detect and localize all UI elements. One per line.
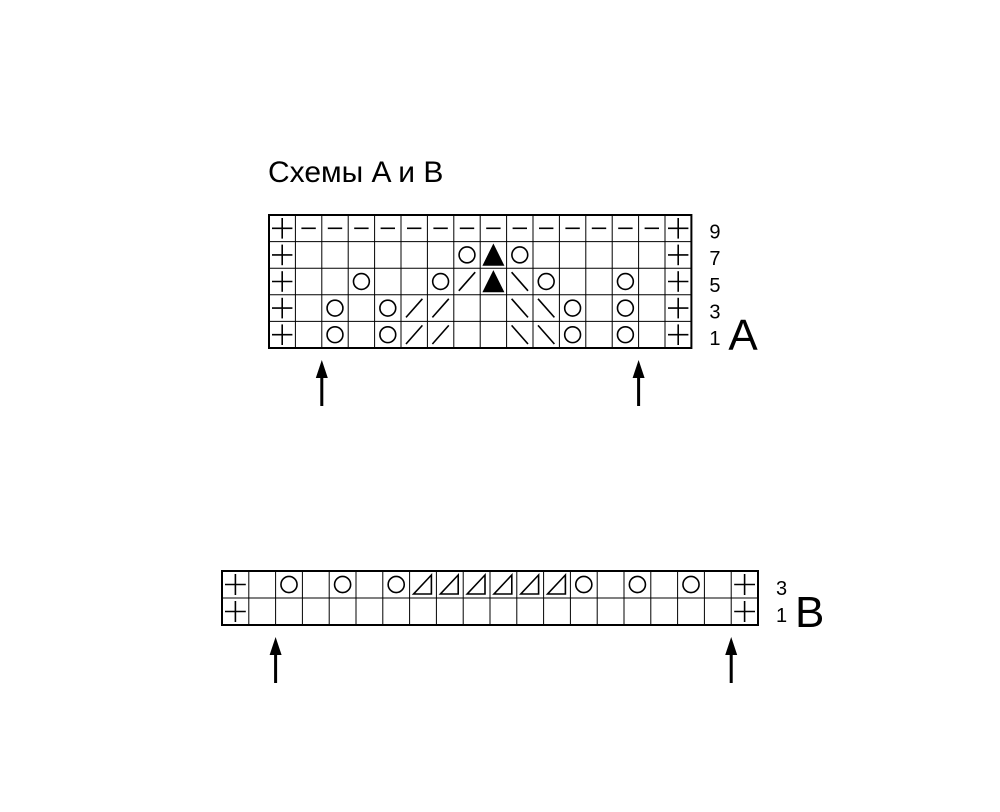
right-decrease-symbol [431, 298, 450, 318]
yarn-over-symbol [326, 325, 344, 344]
chart-border [221, 570, 759, 626]
double-decrease-symbol [482, 270, 505, 293]
edge-stitch-symbol [272, 297, 293, 319]
edge-stitch-symbol [272, 271, 293, 292]
yarn-over-symbol [352, 272, 371, 291]
yarn-over-symbol [563, 299, 582, 317]
repeat-arrow [632, 360, 645, 406]
repeat-arrow [725, 637, 738, 683]
yarn-over-symbol [537, 272, 555, 291]
yarn-over-symbol [628, 575, 647, 594]
yarn-over-symbol [511, 246, 529, 264]
chart-grid [222, 571, 758, 625]
decrease-triangle-symbol [492, 572, 513, 595]
decrease-triangle-symbol [518, 572, 540, 595]
diagram-title: Схемы A и B [268, 156, 443, 189]
right-decrease-symbol [405, 324, 424, 345]
edge-stitch-symbol [734, 574, 755, 595]
repeat-arrow [269, 637, 282, 683]
yarn-over-symbol [379, 325, 397, 344]
yarn-over-symbol [379, 299, 397, 317]
edge-stitch-symbol [668, 244, 689, 266]
edge-stitch-symbol [225, 574, 246, 595]
yarn-over-symbol [326, 299, 344, 317]
right-decrease-symbol [431, 324, 450, 345]
decrease-triangle-symbol [545, 572, 567, 595]
chart-label: B [795, 588, 824, 637]
yarn-over-symbol [574, 575, 593, 594]
yarn-over-symbol [387, 575, 406, 594]
row-number: 3 [776, 578, 787, 600]
chart-border [268, 214, 693, 349]
yarn-over-symbol [431, 272, 450, 291]
left-decrease-symbol [537, 324, 556, 345]
decrease-triangle-symbol [438, 572, 460, 595]
edge-stitch-symbol [668, 324, 689, 345]
yarn-over-symbol [616, 299, 635, 317]
yarn-over-symbol [280, 575, 298, 594]
yarn-over-symbol [333, 575, 352, 594]
yarn-over-symbol [458, 246, 476, 264]
left-decrease-symbol [510, 324, 529, 345]
edge-stitch-symbol [734, 601, 755, 622]
edge-stitch-symbol [272, 324, 293, 345]
edge-stitch-symbol [272, 218, 293, 239]
yarn-over-symbol [563, 325, 582, 344]
decrease-triangle-symbol [465, 572, 486, 595]
decrease-triangle-symbol [411, 572, 433, 595]
left-decrease-symbol [510, 271, 529, 292]
row-number: 3 [709, 301, 720, 323]
edge-stitch-symbol [272, 244, 293, 266]
row-number: 1 [776, 605, 787, 627]
edge-stitch-symbol [668, 297, 689, 319]
row-number: 7 [709, 248, 720, 270]
yarn-over-symbol [616, 325, 635, 344]
edge-stitch-symbol [668, 218, 689, 239]
row-number: 9 [709, 222, 720, 244]
left-decrease-symbol [537, 298, 556, 318]
row-number: 1 [709, 328, 720, 350]
chart-label: A [728, 311, 758, 360]
double-decrease-symbol [482, 243, 505, 266]
left-decrease-symbol [510, 298, 529, 318]
chart-grid [269, 215, 692, 348]
right-decrease-symbol [405, 298, 424, 318]
repeat-arrow [315, 360, 328, 406]
right-decrease-symbol [458, 271, 476, 292]
edge-stitch-symbol [668, 271, 689, 292]
row-number: 5 [709, 275, 720, 297]
edge-stitch-symbol [225, 601, 246, 622]
yarn-over-symbol [616, 272, 635, 291]
yarn-over-symbol [682, 575, 700, 594]
